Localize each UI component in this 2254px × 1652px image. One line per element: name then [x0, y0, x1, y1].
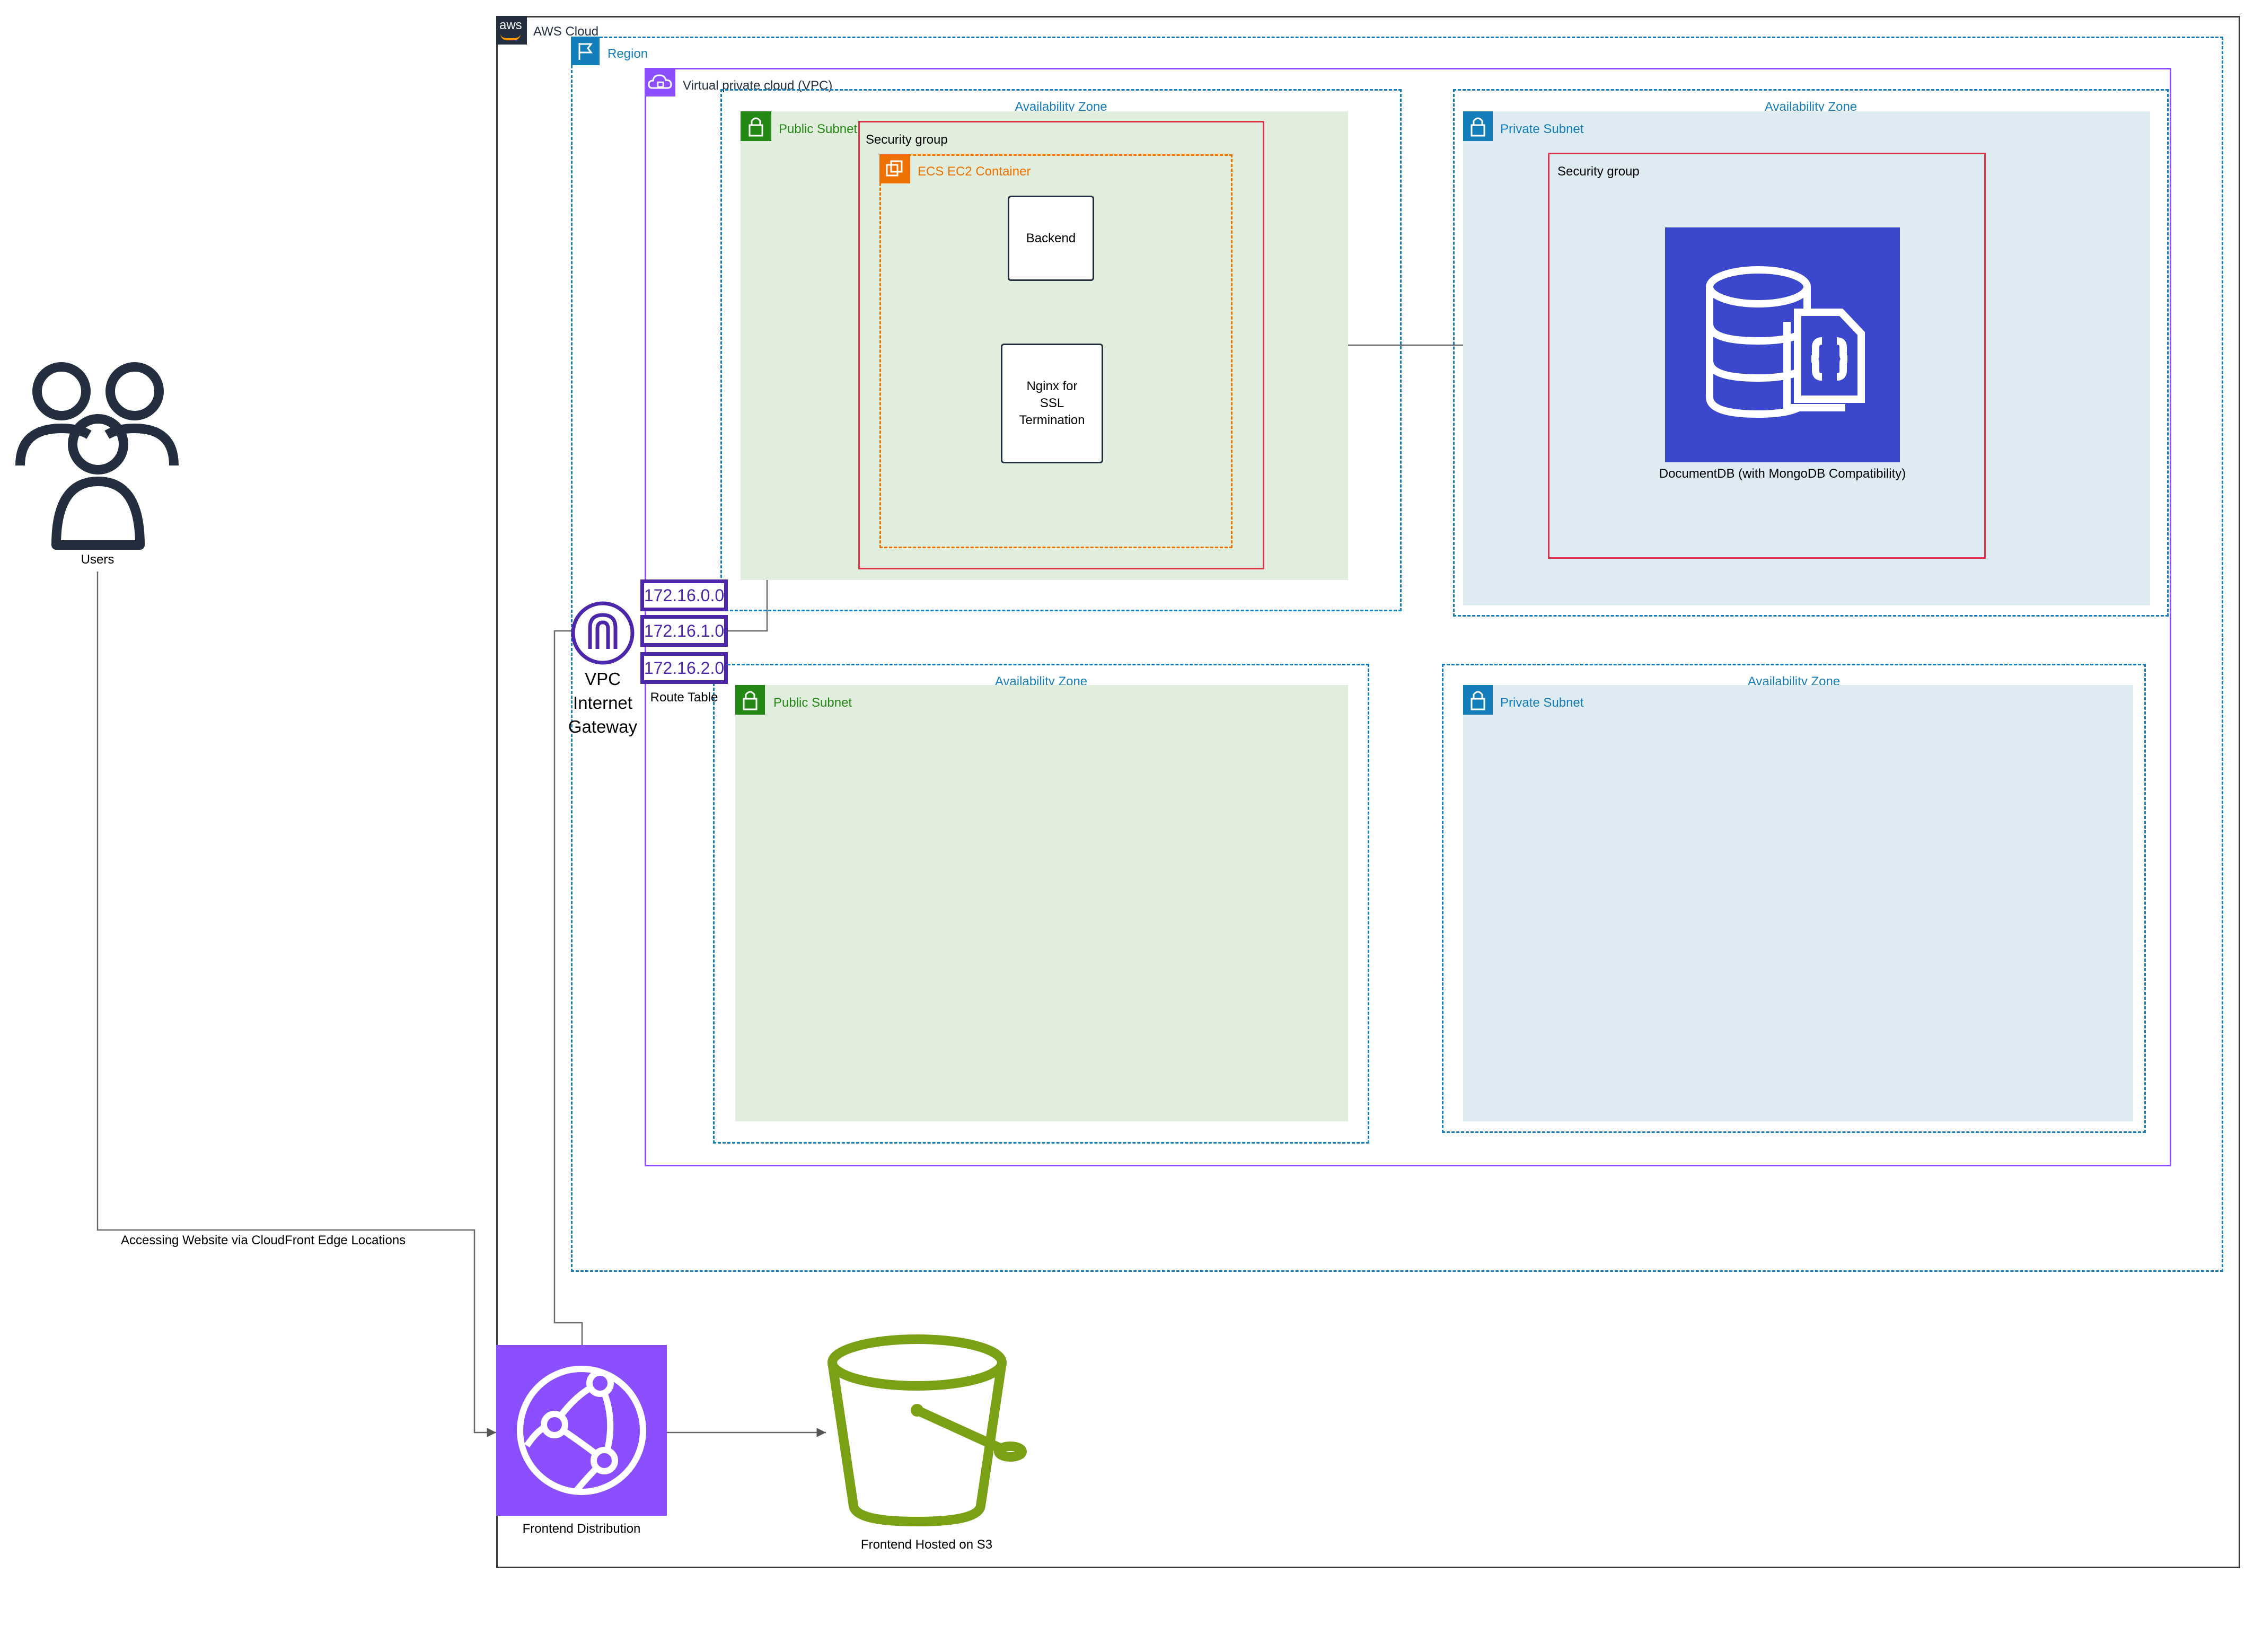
public-subnet-bottom [735, 685, 1348, 1121]
availability-zone-bottom-right [1442, 664, 2146, 1133]
private-subnet-bottom-label: Private Subnet [1500, 696, 1584, 710]
private-subnet-bottom [1463, 685, 2133, 1121]
route-table-entry-2: 172.16.1.0 [640, 615, 728, 647]
public-subnet-lock-icon [741, 111, 771, 141]
private-subnet-bottom-lock-icon [1463, 685, 1493, 715]
public-subnet-top-label: Public Subnet [779, 122, 858, 136]
availability-zone-top-left [720, 89, 1402, 611]
aws-logo-icon: aws [496, 16, 527, 45]
region-label: Region [607, 47, 648, 61]
public-subnet-bottom-label: Public Subnet [773, 696, 852, 710]
cloudfront-icon [496, 1345, 667, 1516]
security-group-app-label: Security group [866, 133, 948, 147]
cloudfront-to-gateway-line [553, 630, 583, 1345]
private-subnet-lock-icon [1463, 111, 1493, 141]
users-icon [15, 354, 179, 550]
backend-node: Backend [1008, 196, 1094, 281]
private-subnet-top-label: Private Subnet [1500, 122, 1584, 136]
s3-bucket-icon [826, 1331, 1027, 1532]
nginx-node: Nginx for SSL Termination [1001, 344, 1103, 463]
security-group-db-label: Security group [1557, 164, 1640, 179]
internet-gateway-icon [571, 601, 635, 665]
region-group [571, 37, 2223, 1272]
route-table-label: Route Table [650, 690, 718, 705]
edge-locations-label: Accessing Website via CloudFront Edge Lo… [121, 1233, 406, 1247]
internet-gateway-label: VPC Internet Gateway [568, 669, 638, 736]
security-group-app [858, 121, 1264, 569]
documentdb-icon [1665, 227, 1900, 462]
route-table-entry-3: 172.16.2.0 [640, 652, 728, 684]
cloudfront-label: Frontend Distribution [522, 1522, 641, 1536]
ecs-container-label: ECS EC2 Container [918, 164, 1031, 179]
ecs-container-icon [879, 154, 910, 183]
route-table-entry-1: 172.16.0.0 [640, 579, 728, 611]
public-subnet-bottom-lock-icon [735, 685, 765, 715]
availability-zone-bottom-left [713, 664, 1369, 1144]
users-label: Users [81, 552, 115, 567]
region-flag-icon [571, 37, 600, 65]
documentdb-label: DocumentDB (with MongoDB Compatibility) [1659, 467, 1906, 481]
users-to-cloudfront-line [96, 572, 496, 1437]
aws-cloud-label: AWS Cloud [533, 24, 599, 39]
vpc-cloud-icon [645, 68, 675, 96]
security-group-db [1548, 153, 1986, 559]
aws-cloud-group [496, 16, 2240, 1568]
availability-zone-top-right [1453, 89, 2169, 617]
s3-label: Frontend Hosted on S3 [860, 1537, 993, 1552]
ecs-container-group [879, 154, 1232, 548]
